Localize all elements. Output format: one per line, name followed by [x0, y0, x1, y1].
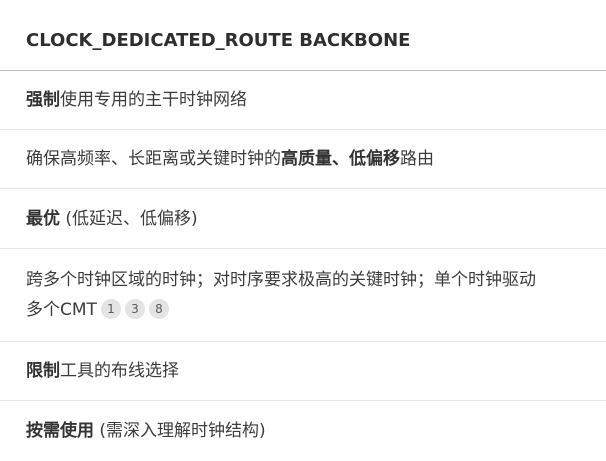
row-emphasis: 限制: [26, 361, 60, 381]
table-title: CLOCK_DEDICATED_ROUTE BACKBONE: [0, 0, 606, 71]
citation-badge[interactable]: 1: [100, 299, 121, 319]
row-emphasis: 高质量、低偏移: [281, 149, 400, 169]
row-text: 强制使用专用的主干时钟网络: [26, 85, 247, 115]
row-rest: (低延迟、低偏移): [60, 208, 198, 229]
citation-badge[interactable]: 8: [148, 299, 169, 319]
table-row-constraint: 强制使用专用的主干时钟网络: [0, 71, 606, 130]
row-rest: (需深入理解时钟结构): [94, 421, 266, 441]
row-text: 按需使用 (需深入理解时钟结构): [26, 416, 266, 446]
row-emphasis: 强制: [26, 90, 60, 110]
row-line-1: 跨多个时钟区域的时钟；对时序要求极高的关键时钟；单个时钟驱动: [26, 270, 536, 290]
row-text: 最优 (低延迟、低偏移): [26, 204, 198, 234]
row-rest: 工具的布线选择: [60, 361, 179, 381]
citation-badge[interactable]: 3: [124, 299, 145, 319]
table-row-performance: 最优 (低延迟、低偏移): [0, 189, 606, 249]
table-row-flexibility: 限制工具的布线选择: [0, 342, 606, 401]
row-emphasis: 最优: [26, 208, 60, 229]
table-row-usage: 按需使用 (需深入理解时钟结构): [0, 401, 606, 461]
row-line-2-text: 多个CMT: [26, 300, 97, 320]
row-lead: 确保高频率、长距离或关键时钟的: [26, 149, 281, 169]
row-emphasis: 按需使用: [26, 421, 94, 441]
row-text: 确保高频率、长距离或关键时钟的高质量、低偏移路由: [26, 144, 434, 174]
row-rest: 使用专用的主干时钟网络: [60, 90, 247, 110]
row-text: 限制工具的布线选择: [26, 356, 179, 386]
row-rest: 路由: [400, 149, 434, 169]
table-row-purpose: 确保高频率、长距离或关键时钟的高质量、低偏移路由: [0, 130, 606, 189]
